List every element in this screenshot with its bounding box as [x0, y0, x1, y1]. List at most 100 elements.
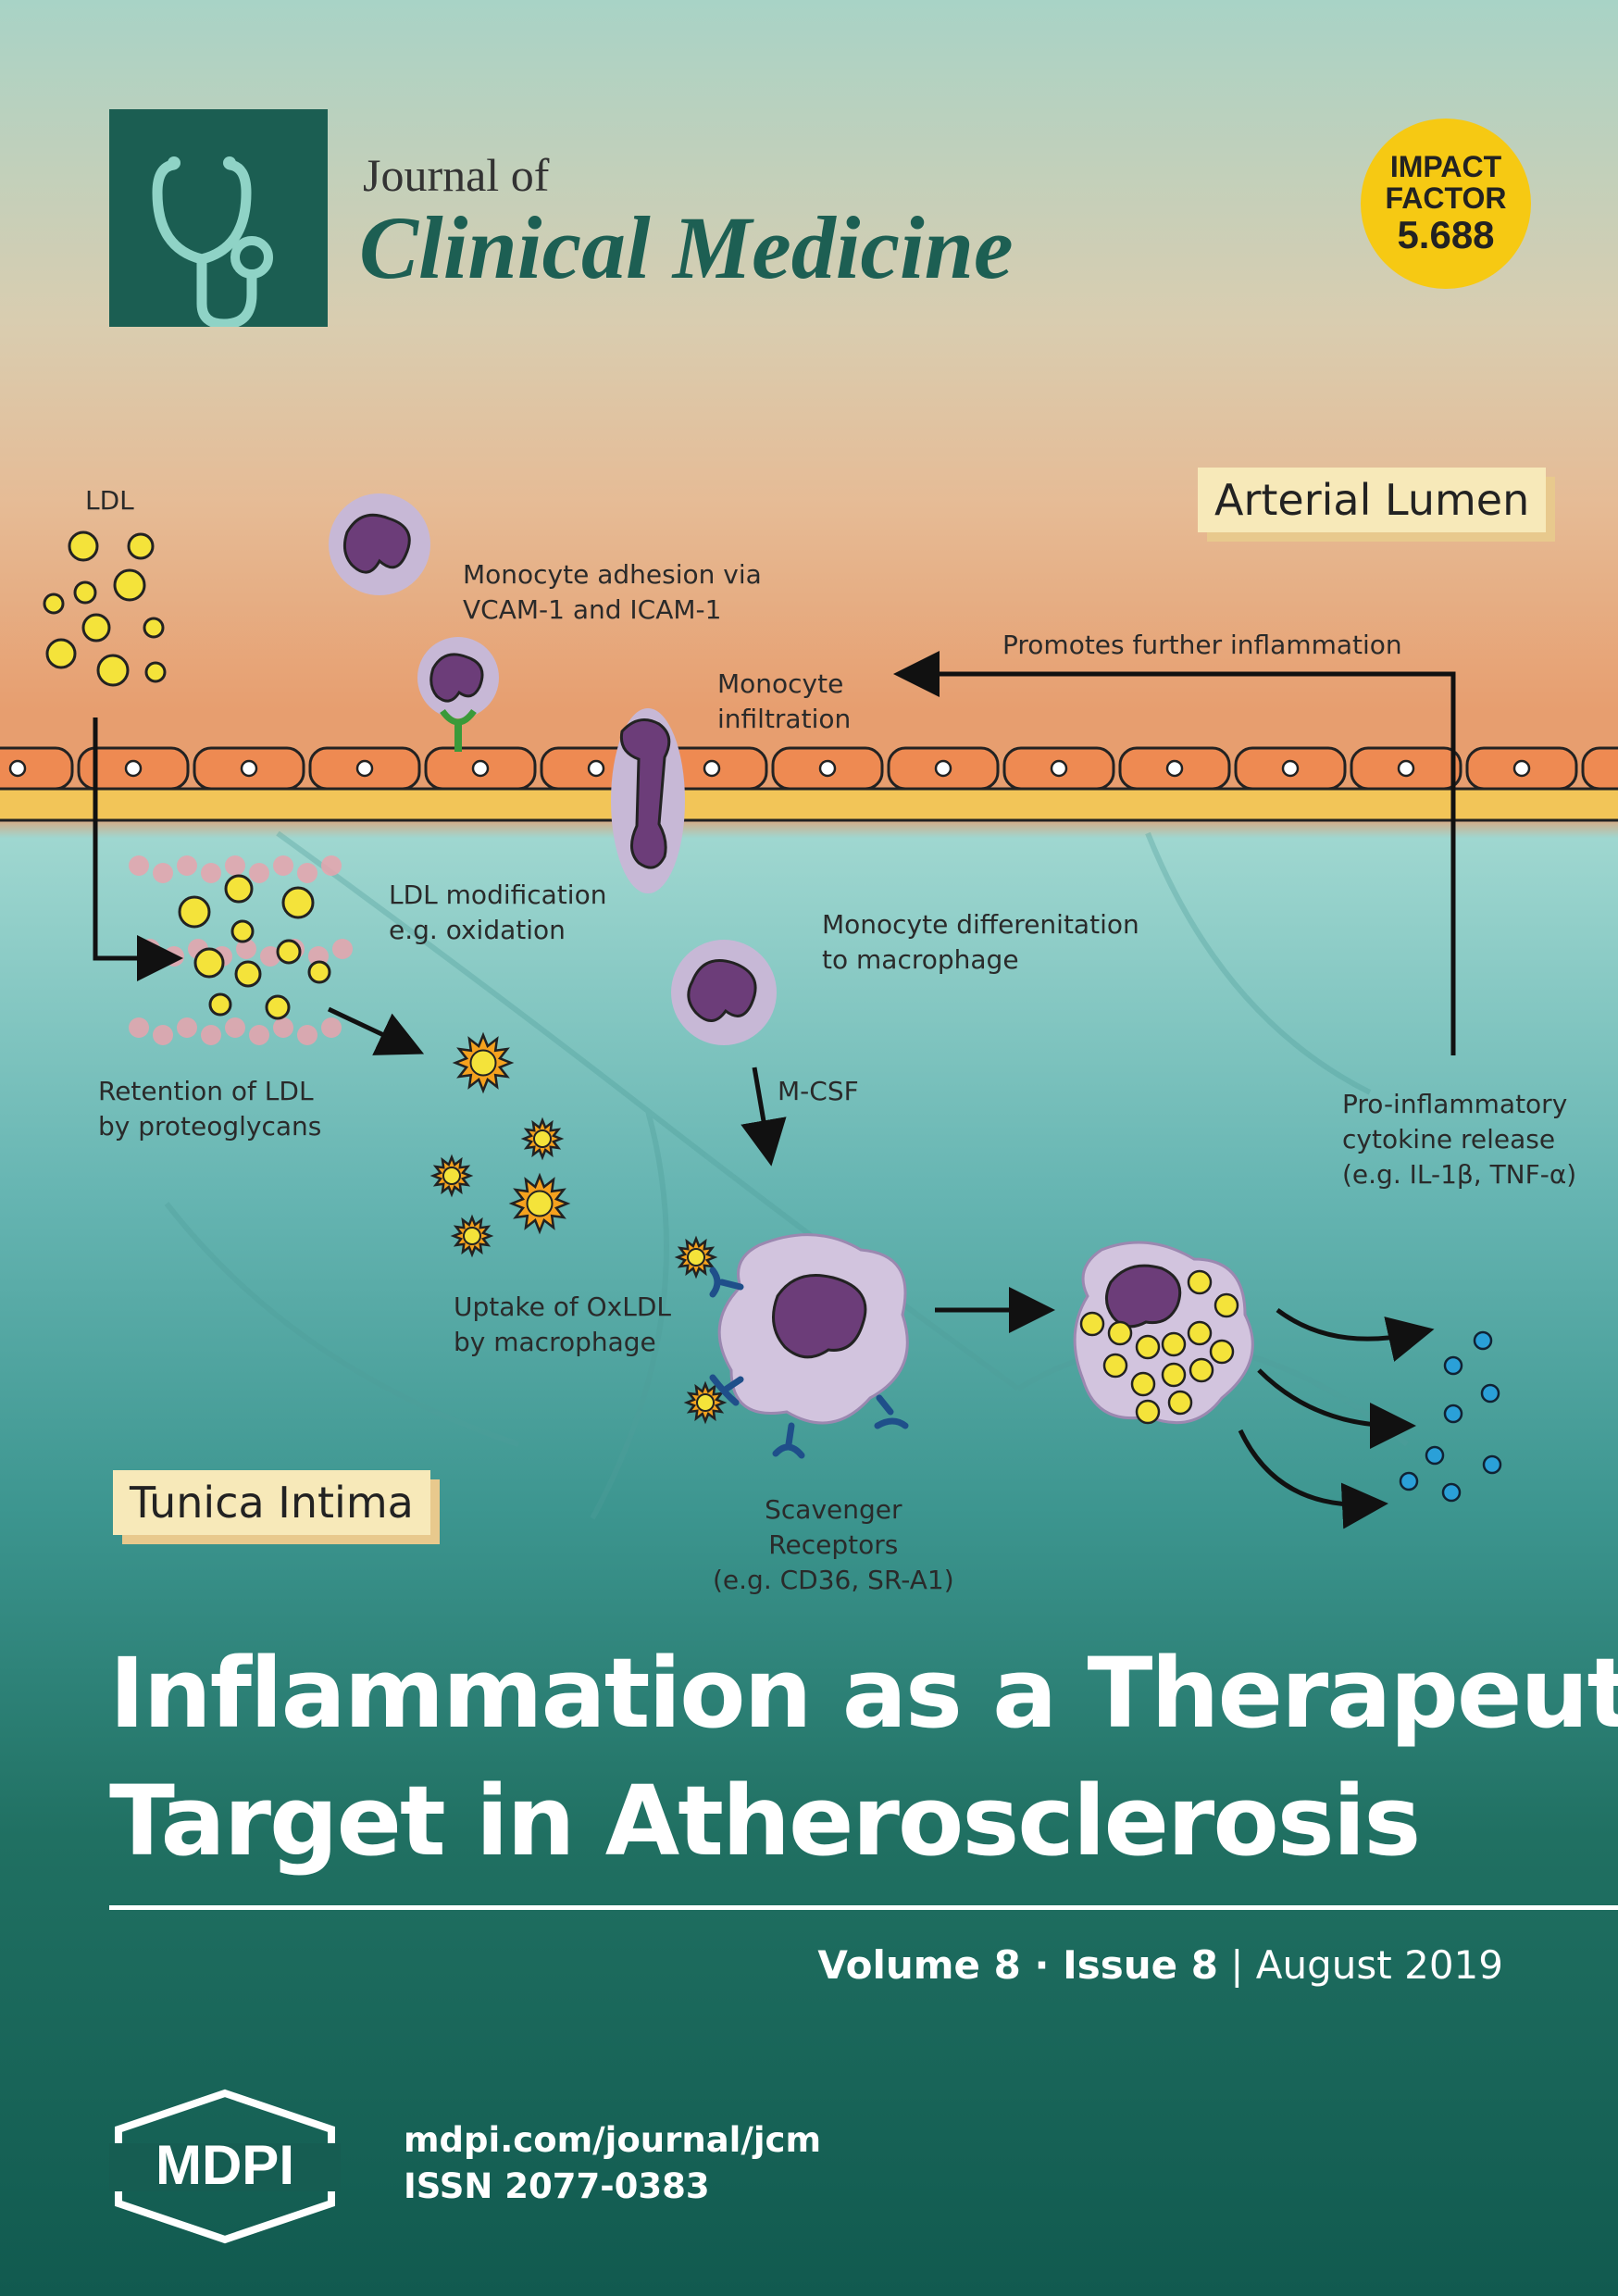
promotes-inflammation-annotation: Promotes further inflammation: [1002, 630, 1402, 660]
annotation-line: Retention of LDL: [98, 1076, 314, 1106]
monocyte-infiltrating: [611, 708, 685, 893]
annotation-line: by macrophage: [454, 1326, 656, 1357]
date-separator: |: [1217, 1942, 1256, 1988]
proteoglycan-bead: [236, 939, 256, 959]
proteoglycan-bead: [332, 939, 353, 959]
cytokine-particle: [1425, 1445, 1445, 1466]
impact-factor-value: 5.688: [1397, 212, 1495, 256]
scavenger-annotation: Scavenger Receptors (e.g. CD36, SR-A1): [713, 1492, 954, 1597]
proteoglycan-bead: [297, 1025, 317, 1045]
cell-nucleus: [1165, 759, 1184, 778]
proteoglycan-bead: [129, 1017, 149, 1038]
proteoglycan-bead: [153, 863, 173, 883]
issn-label: ISSN 2077-0383: [404, 2166, 710, 2206]
lipid-droplet: [1130, 1371, 1156, 1397]
proteoglycan-bead: [321, 1017, 342, 1038]
impact-factor-badge: IMPACT FACTOR 5.688: [1361, 119, 1531, 289]
scavenger-receptors: [709, 1267, 909, 1459]
lipid-droplet: [1167, 1390, 1193, 1416]
cell-nucleus: [8, 759, 27, 778]
lipid-droplet: [1187, 1269, 1213, 1295]
foam-cell: [1073, 1241, 1254, 1425]
journal-url[interactable]: mdpi.com/journal/jcm: [404, 2120, 822, 2160]
lipid-droplet: [1102, 1353, 1128, 1379]
macrophage: [717, 1233, 909, 1425]
proteoglycan-bead: [129, 855, 149, 876]
oxldl-core: [687, 1248, 705, 1267]
annotation-line: LDL modification: [389, 880, 607, 910]
lipid-droplet: [1079, 1311, 1105, 1337]
ldl-particle: [73, 580, 97, 605]
lipid-droplet: [1187, 1320, 1213, 1346]
factor-label: FACTOR: [1385, 181, 1507, 215]
background-network: [164, 830, 1409, 1520]
ldl-particle: [96, 654, 130, 687]
lipid-droplet: [1135, 1334, 1161, 1360]
ldl-particles: [43, 530, 167, 687]
lipid-droplet: [1214, 1292, 1239, 1318]
stethoscope-icon: [152, 156, 273, 327]
retained-ldl: [265, 994, 291, 1020]
endothelial-cell: [1581, 746, 1618, 791]
monocyte-circulating: [329, 493, 430, 595]
retained-ldl: [208, 992, 232, 1017]
annotation-line: Uptake of OxLDL: [454, 1292, 672, 1322]
oxldl-core: [696, 1393, 715, 1412]
cell-nucleus: [818, 759, 837, 778]
journal-logo: [109, 109, 328, 327]
retention-annotation: Retention of LDL by proteoglycans: [98, 1074, 321, 1144]
cell-nucleus: [587, 759, 605, 778]
annotation-line: by proteoglycans: [98, 1110, 322, 1142]
title-line: Target in Atherosclerosis: [109, 1765, 1421, 1878]
proteoglycan-bead: [260, 946, 280, 967]
proteoglycan-bead: [249, 863, 269, 883]
oxidized-ldl: [429, 1031, 728, 1425]
impact-label: IMPACT: [1389, 150, 1502, 184]
cell-nucleus: [240, 759, 258, 778]
annotation-line: (e.g. IL-1β, TNF-α): [1342, 1158, 1577, 1190]
cytokine-arrow-2: [1257, 1368, 1416, 1449]
cytokine-particle: [1443, 1355, 1463, 1376]
inflammation-feedback-arrow: [893, 651, 1456, 1055]
proteoglycan-bead: [273, 1017, 293, 1038]
proteoglycan-bead: [249, 1025, 269, 1045]
monocyte-adhesion: [417, 637, 499, 752]
proteoglycans: [129, 855, 353, 1045]
retained-ldl: [193, 947, 225, 979]
monocyte-intima: [671, 940, 777, 1045]
title-line: Inflammation as a Therapeutic: [109, 1637, 1618, 1750]
retained-ldl: [281, 886, 315, 919]
proteoglycan-bead: [164, 946, 184, 967]
ldl-particle: [68, 530, 99, 562]
ldl-particle: [127, 532, 155, 560]
oxldl-core: [463, 1227, 481, 1245]
oxldl-core: [442, 1167, 461, 1185]
monocyte-differentiation-annotation: Monocyte differenitation to macrophage: [822, 907, 1139, 978]
cell-nucleus: [703, 759, 721, 778]
proteoglycan-bead: [321, 855, 342, 876]
cell-nucleus: [471, 759, 490, 778]
proteoglycan-bead: [297, 863, 317, 883]
annotation-line: Scavenger: [765, 1494, 902, 1525]
issue-separator: ·: [1020, 1942, 1064, 1988]
annotation-line: (e.g. CD36, SR-A1): [713, 1564, 954, 1595]
lipid-droplet: [1209, 1339, 1235, 1365]
proteoglycan-bead: [225, 1017, 245, 1038]
cell-nucleus: [124, 759, 143, 778]
foam-cell-lipids: [1079, 1269, 1239, 1425]
ldl-particle: [113, 568, 146, 602]
cytokines: [1399, 1330, 1502, 1503]
proteoglycan-bead: [201, 863, 221, 883]
annotation-line: Monocyte: [717, 668, 844, 699]
annotation-line: VCAM-1 and ICAM-1: [463, 593, 722, 625]
cytokine-particle: [1441, 1482, 1462, 1503]
issue-info: Volume 8 · Issue 8 | August 2019: [817, 1942, 1503, 1988]
cytokine-particle: [1443, 1404, 1463, 1424]
lipid-droplet: [1107, 1320, 1133, 1346]
ldl-modification-arrow: [327, 1006, 425, 1055]
ldl-particle: [45, 638, 77, 669]
volume-label: Volume 8: [817, 1942, 1021, 1988]
ldl-particle: [43, 593, 65, 615]
